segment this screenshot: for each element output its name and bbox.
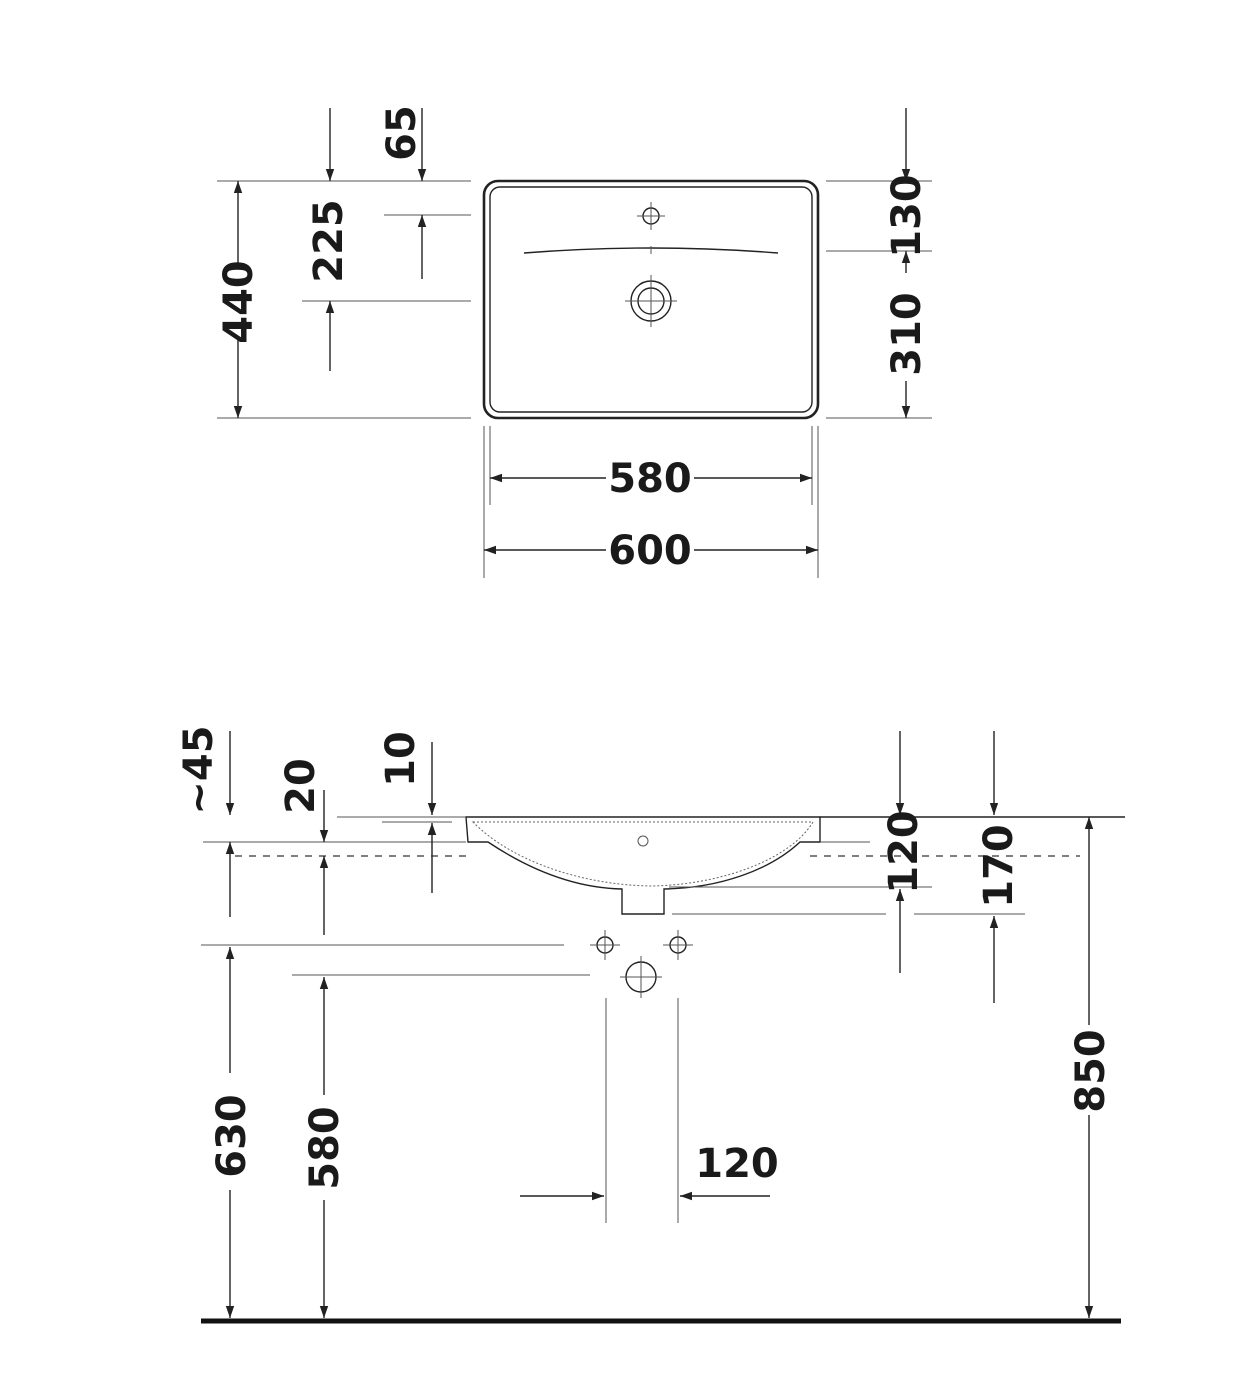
dim-65: 65 (379, 105, 425, 161)
dim-310: 310 (884, 292, 930, 376)
dim-600: 600 (608, 528, 692, 574)
drain-icon (625, 275, 677, 327)
cold-valve-icon (590, 930, 620, 960)
dim-850: 850 (1068, 1029, 1114, 1113)
dim-225: 225 (306, 199, 352, 283)
dim-630: 630 (209, 1094, 255, 1178)
dim-20: 20 (278, 758, 324, 814)
dim-10: 10 (378, 731, 424, 787)
basin-profile (465, 816, 821, 915)
basin-inner-dotted (471, 821, 814, 887)
basin-inner-outline (489, 186, 813, 413)
dim-approx-45: ~45 (176, 725, 222, 814)
top-view: 65 225 440 130 310 580 600 (216, 105, 932, 578)
basin-outer-outline (482, 179, 820, 420)
dim-170: 170 (976, 824, 1022, 908)
dim-120-horizontal: 120 (695, 1141, 779, 1187)
waste-outlet-icon (620, 956, 662, 998)
side-view: ~45 20 10 120 170 850 630 580 (176, 725, 1125, 1324)
hot-valve-icon (663, 930, 693, 960)
dim-580-side: 580 (302, 1106, 348, 1190)
dim-130: 130 (884, 174, 930, 258)
dim-580-top: 580 (608, 456, 692, 502)
dim-120-vertical: 120 (881, 810, 927, 894)
tap-hole-icon (637, 202, 665, 230)
dim-440: 440 (216, 260, 262, 344)
